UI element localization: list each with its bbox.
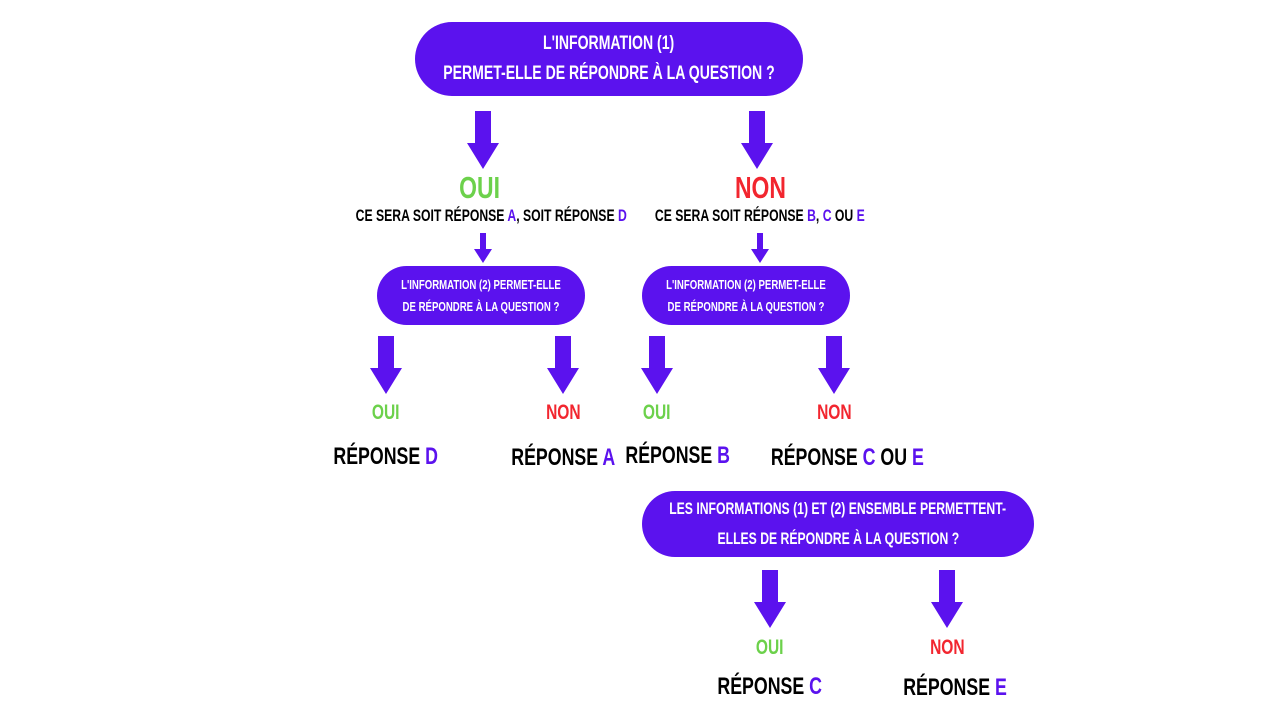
arrow-down-icon — [754, 570, 786, 628]
branch-yes-label: OUI — [459, 170, 501, 205]
branch-yes-oui-label: OUI — [372, 401, 400, 424]
answer-b: RÉPONSE B — [625, 442, 731, 469]
combined-question-line2: ELLES DE RÉPONDRE À LA QUESTION ? — [717, 530, 959, 548]
branch-yes-question-line2: DE RÉPONDRE À LA QUESTION ? — [402, 298, 560, 314]
branch-no-oui-label: OUI — [643, 401, 671, 424]
branch-yes-question-line1: L'INFORMATION (2) PERMET-ELLE — [401, 276, 561, 292]
branch-yes-note: CE SERA SOIT RÉPONSE A, SOIT RÉPONSE D — [355, 207, 627, 225]
branch-no-label: NON — [734, 170, 786, 205]
branch-no-question-box: L'INFORMATION (2) PERMET-ELLE DE RÉPONDR… — [642, 266, 850, 325]
top-question-line2: PERMET-ELLE DE RÉPONDRE À LA QUESTION ? — [443, 63, 775, 84]
branch-no-question-line1: L'INFORMATION (2) PERMET-ELLE — [666, 276, 826, 292]
arrow-down-icon — [818, 336, 850, 394]
answer-d: RÉPONSE D — [333, 443, 439, 470]
branch-no-non-label: NON — [816, 401, 852, 424]
answer-a: RÉPONSE A — [511, 444, 615, 471]
branch-yes-question-box: L'INFORMATION (2) PERMET-ELLE DE RÉPONDR… — [377, 266, 585, 325]
answer-e: RÉPONSE E — [903, 674, 1007, 701]
arrow-down-icon — [931, 570, 963, 628]
arrow-down-icon — [641, 336, 673, 394]
answer-c-or-e: RÉPONSE C OU E — [770, 444, 924, 471]
combined-question-box: LES INFORMATIONS (1) ET (2) ENSEMBLE PER… — [642, 491, 1034, 557]
arrow-down-icon — [751, 233, 769, 263]
arrow-down-icon — [370, 336, 402, 394]
top-question-line1: L'INFORMATION (1) — [543, 33, 675, 54]
branch-yes-non-label: NON — [545, 401, 581, 424]
combined-non-label: NON — [929, 636, 965, 659]
top-question-box: L'INFORMATION (1) PERMET-ELLE DE RÉPONDR… — [415, 22, 803, 96]
arrow-down-icon — [547, 336, 579, 394]
combined-oui-label: OUI — [756, 636, 784, 659]
arrow-down-icon — [467, 111, 499, 169]
branch-no-note: CE SERA SOIT RÉPONSE B, C OU E — [655, 207, 865, 225]
answer-c: RÉPONSE C — [717, 673, 823, 700]
branch-no-question-line2: DE RÉPONDRE À LA QUESTION ? — [667, 298, 825, 314]
arrow-down-icon — [474, 233, 492, 263]
arrow-down-icon — [741, 111, 773, 169]
combined-question-line1: LES INFORMATIONS (1) ET (2) ENSEMBLE PER… — [669, 500, 1007, 518]
